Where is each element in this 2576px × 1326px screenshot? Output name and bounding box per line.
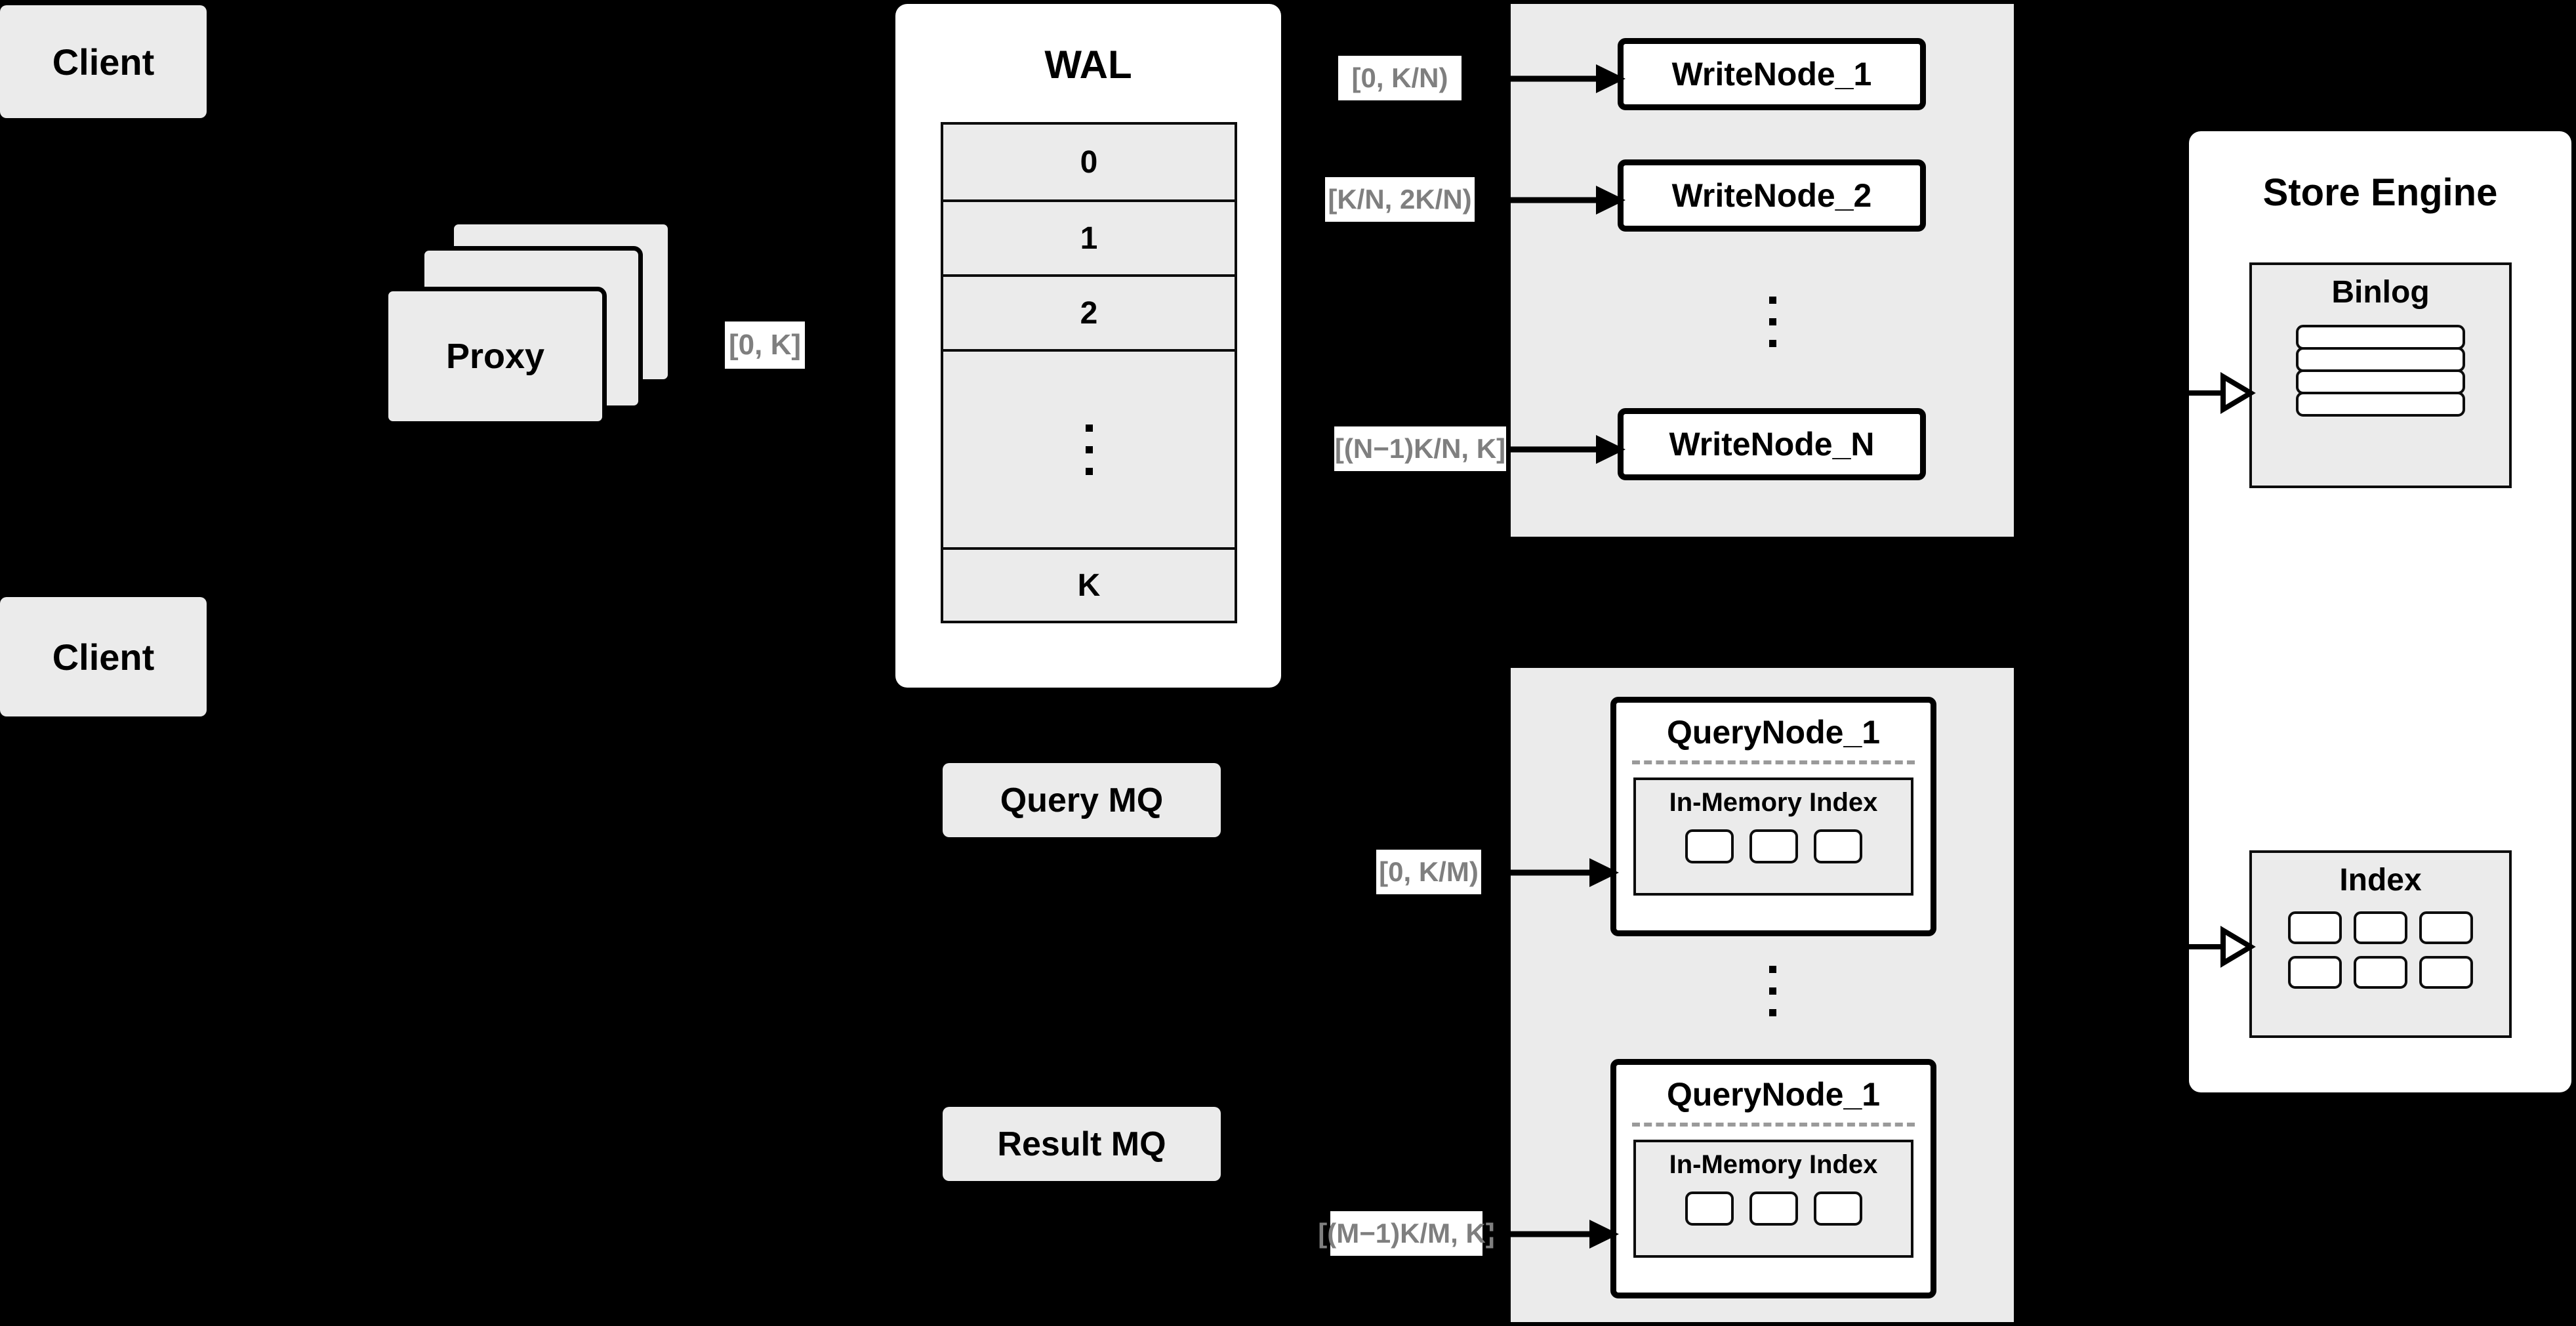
index-chip[interactable] <box>2288 956 2342 989</box>
index-chip[interactable] <box>1813 1191 1862 1226</box>
edge-label-proxy-to-wal-text: [0, K] <box>729 329 801 361</box>
index-chip[interactable] <box>2354 956 2407 989</box>
edge-label-proxy-to-wal: [0, K] <box>725 321 805 369</box>
index-chip[interactable] <box>1749 829 1798 863</box>
arrow-to-index <box>2189 925 2256 968</box>
ellipsis-dot <box>1768 296 1776 304</box>
edge-label-write-2: [K/N, 2K/N) <box>1325 177 1475 222</box>
wal-row-label: 0 <box>1080 144 1098 180</box>
arrow-query-1 <box>1481 858 1619 887</box>
write-node-n-label: WriteNode_N <box>1669 426 1875 463</box>
index-chip[interactable] <box>2288 911 2342 944</box>
client-box-bottom[interactable]: Client <box>0 597 207 716</box>
ellipsis-dot <box>1768 1008 1776 1016</box>
binlog-row[interactable] <box>2296 369 2465 394</box>
arrow-to-binlog <box>2189 371 2256 415</box>
client-bottom-label: Client <box>52 636 155 678</box>
proxy-label: Proxy <box>445 337 545 376</box>
edge-label-write-2-text: [K/N, 2K/N) <box>1328 184 1472 215</box>
query-node-1-in-memory-index: In-Memory Index <box>1633 777 1913 896</box>
ellipsis-dot <box>1768 965 1776 973</box>
client-top-label: Client <box>52 41 155 83</box>
query-node-1-divider <box>1632 760 1915 764</box>
query-node-m-index-title: In-Memory Index <box>1669 1150 1878 1179</box>
query-node-1-label: QueryNode_1 <box>1666 714 1881 751</box>
write-group-ellipsis <box>1765 276 1780 367</box>
wal-row-label: 2 <box>1080 295 1098 331</box>
arrow-query-m <box>1482 1220 1619 1249</box>
write-node-1-label: WriteNode_1 <box>1671 56 1872 93</box>
wal-slot-table: 0 1 2 K <box>941 122 1237 623</box>
arrow-write-1 <box>1462 64 1625 93</box>
write-node-1[interactable]: WriteNode_1 <box>1618 38 1926 110</box>
query-node-1-index-title: In-Memory Index <box>1669 788 1878 817</box>
arrow-write-2 <box>1475 186 1625 215</box>
ellipsis-dot <box>1768 339 1776 347</box>
query-node-1-chip-row <box>1685 829 1862 863</box>
write-node-n[interactable]: WriteNode_N <box>1618 408 1926 480</box>
edge-label-query-1-text: [0, K/M) <box>1379 856 1479 887</box>
index-chip[interactable] <box>2354 911 2407 944</box>
arrow-write-n <box>1506 435 1625 464</box>
binlog-row[interactable] <box>2296 347 2465 372</box>
ellipsis-dot <box>1085 467 1093 475</box>
query-group-ellipsis <box>1765 945 1780 1037</box>
binlog-rows <box>2296 325 2465 417</box>
binlog-title: Binlog <box>2331 275 2430 310</box>
wal-row[interactable]: 1 <box>943 202 1235 277</box>
proxy-card-front[interactable]: Proxy <box>384 287 607 426</box>
result-mq-box[interactable]: Result MQ <box>943 1107 1221 1181</box>
edge-label-write-1: [0, K/N) <box>1338 56 1462 100</box>
index-chip[interactable] <box>1685 1191 1734 1226</box>
write-node-2[interactable]: WriteNode_2 <box>1618 159 1926 232</box>
query-node-m[interactable]: QueryNode_1 In-Memory Index <box>1610 1059 1936 1298</box>
index-chip[interactable] <box>2419 911 2473 944</box>
edge-label-write-n: [(N−1)K/N, K] <box>1334 426 1506 471</box>
query-mq-label: Query MQ <box>1000 781 1164 819</box>
index-chip[interactable] <box>1749 1191 1798 1226</box>
ellipsis-dot <box>1768 987 1776 995</box>
query-node-m-in-memory-index: In-Memory Index <box>1633 1140 1913 1258</box>
query-node-m-chip-row <box>1685 1191 1862 1226</box>
index-section: Index <box>2249 850 2512 1038</box>
query-node-m-label: QueryNode_1 <box>1666 1076 1881 1113</box>
binlog-section: Binlog <box>2249 262 2512 488</box>
index-chip[interactable] <box>1685 829 1734 863</box>
binlog-row[interactable] <box>2296 392 2465 417</box>
ellipsis-dot <box>1768 318 1776 325</box>
store-engine-title: Store Engine <box>2262 171 2498 214</box>
write-node-2-label: WriteNode_2 <box>1671 177 1872 214</box>
wal-row-label: 1 <box>1080 220 1098 256</box>
index-chip[interactable] <box>1813 829 1862 863</box>
result-mq-label: Result MQ <box>997 1125 1166 1163</box>
query-node-1[interactable]: QueryNode_1 In-Memory Index <box>1610 697 1936 936</box>
query-mq-box[interactable]: Query MQ <box>943 763 1221 837</box>
edge-label-write-1-text: [0, K/N) <box>1351 62 1448 93</box>
wal-row-label: K <box>1077 568 1101 603</box>
wal-title: WAL <box>1044 43 1132 87</box>
ellipsis-dot <box>1085 424 1093 432</box>
index-chip-grid <box>2288 911 2473 989</box>
index-title: Index <box>2339 863 2422 898</box>
edge-label-write-n-text: [(N−1)K/N, K] <box>1334 433 1506 464</box>
wal-row[interactable]: K <box>943 550 1235 621</box>
edge-label-query-m: [(M−1)K/M, K] <box>1318 1211 1495 1256</box>
edge-label-query-1: [0, K/M) <box>1376 850 1481 894</box>
ellipsis-dot <box>1085 445 1093 453</box>
index-chip[interactable] <box>2419 956 2473 989</box>
edge-label-query-m-text: [(M−1)K/M, K] <box>1318 1218 1495 1249</box>
client-box-top[interactable]: Client <box>0 5 207 118</box>
binlog-row[interactable] <box>2296 325 2465 350</box>
wal-row[interactable]: 0 <box>943 125 1235 202</box>
wal-row-ellipsis <box>943 352 1235 550</box>
query-node-m-divider <box>1632 1123 1915 1127</box>
wal-row[interactable]: 2 <box>943 277 1235 352</box>
